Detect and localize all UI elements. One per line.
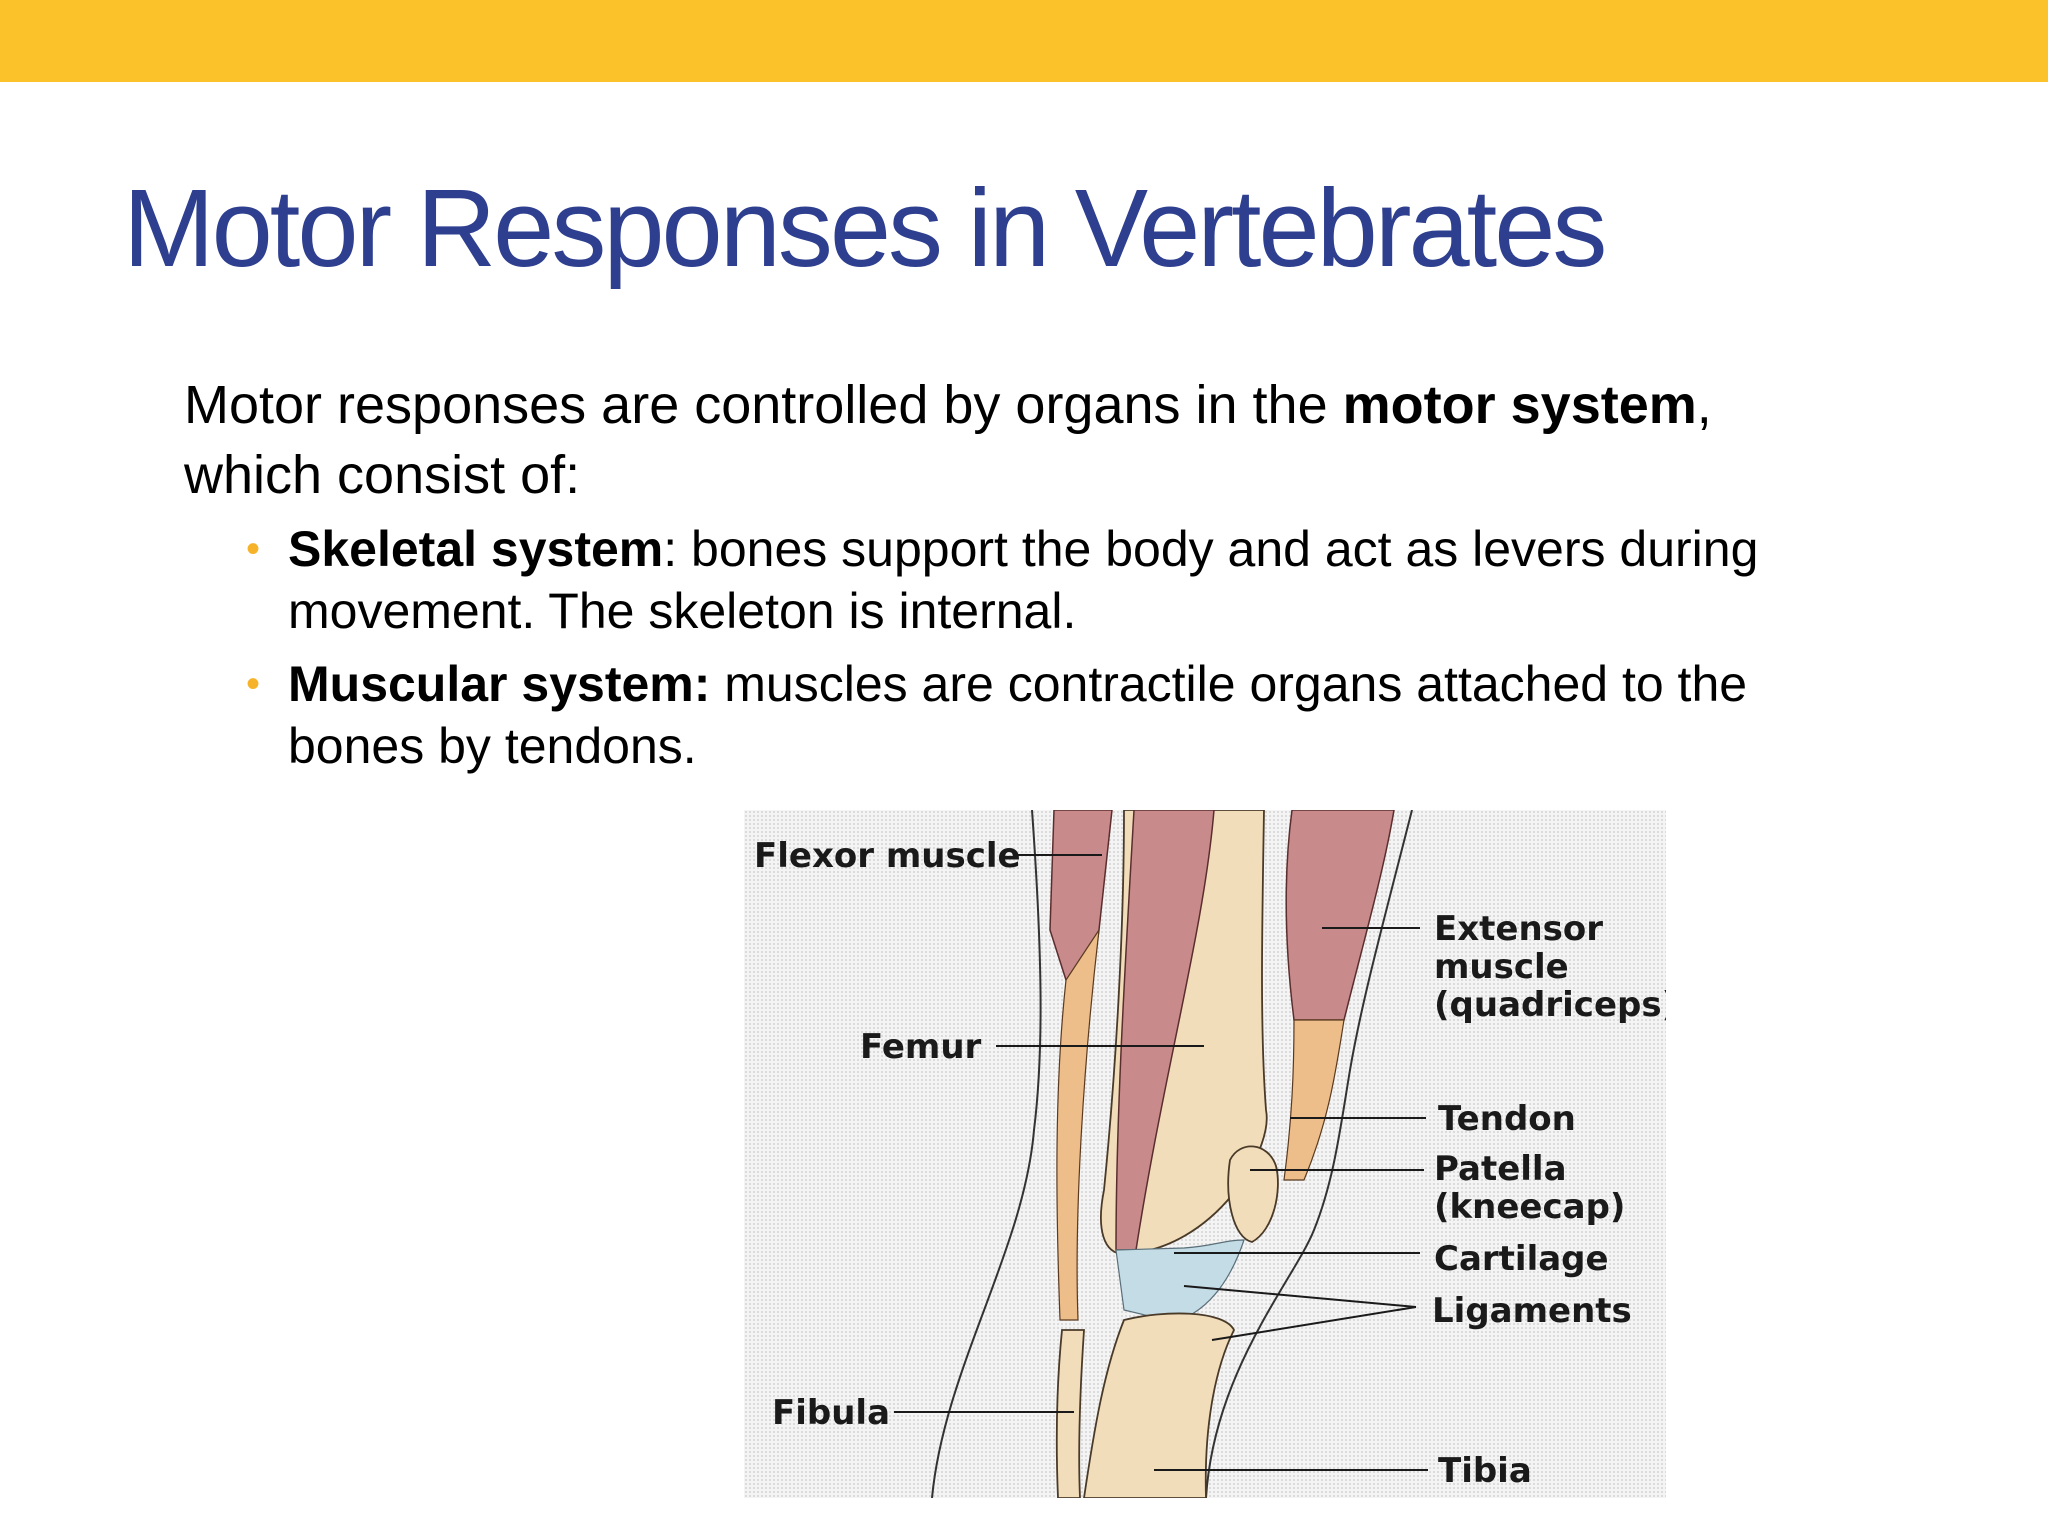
bullet-text: : bones support the body and act as leve… — [288, 521, 1759, 639]
label-patella-line1: Patella — [1434, 1149, 1567, 1189]
label-patella-line2: (kneecap) — [1434, 1187, 1625, 1227]
flexor-tendon — [1056, 929, 1100, 1321]
leader-ligament-lower — [1211, 1306, 1417, 1341]
knee-anatomy-diagram: Flexor muscle Femur Fibula Extensor musc… — [744, 810, 1666, 1498]
top-accent-bar — [0, 0, 2048, 82]
intro-bold-term: motor system — [1342, 375, 1697, 435]
leg-outline-left — [931, 810, 1042, 1498]
fibula-bone — [1055, 1329, 1085, 1498]
flexor-muscle — [1049, 810, 1113, 981]
slide-title: Motor Responses in Vertebrates — [123, 167, 1607, 290]
intro-text-before: Motor responses are controlled by organs… — [184, 375, 1343, 435]
label-ligaments: Ligaments — [1432, 1291, 1632, 1331]
leg-outline-right — [1205, 810, 1413, 1498]
label-extensor-line1: Extensor — [1434, 909, 1603, 949]
label-fibula: Fibula — [772, 1393, 890, 1433]
label-extensor-line2: muscle — [1434, 947, 1569, 987]
label-tibia: Tibia — [1438, 1451, 1532, 1491]
intro-text-after: , which consist of: — [184, 375, 1712, 505]
label-extensor-line3: (quadriceps) — [1434, 985, 1666, 1025]
knee-anatomy-illustration: Flexor muscle Femur Fibula Extensor musc… — [754, 810, 1666, 1498]
tibia-bone — [1083, 1312, 1236, 1498]
label-cartilage: Cartilage — [1434, 1239, 1609, 1279]
intro-paragraph: Motor responses are controlled by organs… — [184, 370, 1824, 510]
bullet-list: • Skeletal system: bones support the bod… — [246, 518, 1848, 788]
extensor-muscle — [1285, 810, 1395, 1021]
bullet-term: Muscular system: — [288, 656, 711, 712]
label-femur: Femur — [860, 1027, 982, 1067]
label-flexor-muscle: Flexor muscle — [754, 836, 1021, 876]
bullet-marker: • — [246, 527, 261, 571]
quadriceps-tendon — [1283, 1019, 1345, 1181]
bullet-item-skeletal: • Skeletal system: bones support the bod… — [246, 518, 1848, 642]
leader-ligament-upper — [1183, 1285, 1417, 1308]
bullet-term: Skeletal system — [288, 521, 664, 577]
leader-lines — [894, 854, 1428, 1471]
bullet-text: muscles are contractile organs attached … — [288, 656, 1748, 774]
patella-bone — [1227, 1145, 1279, 1243]
bullet-item-muscular: • Muscular system: muscles are contracti… — [246, 653, 1848, 777]
bullet-marker: • — [246, 662, 261, 706]
label-tendon: Tendon — [1438, 1099, 1576, 1139]
